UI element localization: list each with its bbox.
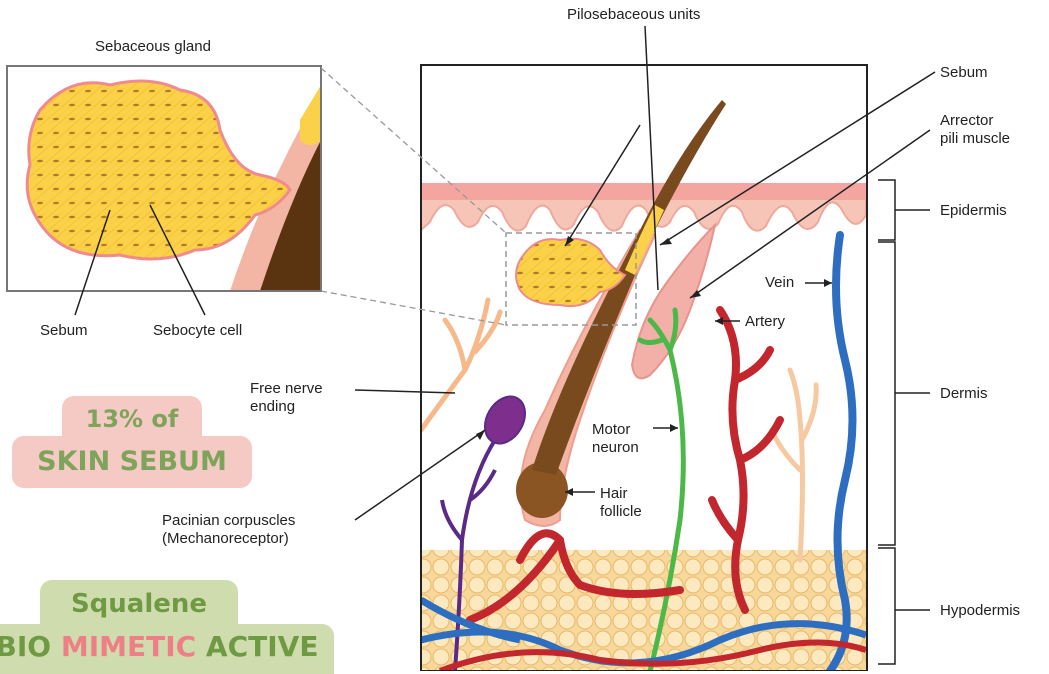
label-arrector-1: Arrector	[940, 112, 993, 129]
active-prefix: BIO	[0, 630, 51, 663]
label-hair-1: Hair	[600, 485, 628, 502]
label-hair-2: follicle	[600, 503, 642, 520]
label-pilosebaceous-units: Pilosebaceous units	[567, 6, 700, 23]
skin-cross-section	[421, 65, 867, 671]
label-pacinian-1: Pacinian corpuscles	[162, 512, 295, 529]
callout-line-1: 13% of	[12, 405, 252, 433]
label-motor-1: Motor	[592, 421, 630, 438]
label-dermis: Dermis	[940, 385, 988, 402]
label-pacinian-2: (Mechanoreceptor)	[162, 530, 289, 547]
label-motor-2: neuron	[592, 439, 639, 456]
squalene-callout: Squalene BIO MIMETIC ACTIVE	[0, 580, 334, 671]
squalene-title: Squalene	[40, 589, 238, 619]
biomimetic-active-text: BIO MIMETIC ACTIVE	[0, 630, 342, 663]
label-hypodermis: Hypodermis	[940, 602, 1020, 619]
label-free-nerve-1: Free nerve	[250, 380, 323, 397]
callout-line-2: SKIN SEBUM	[12, 446, 252, 477]
sebaceous-inset	[7, 66, 321, 291]
label-epidermis: Epidermis	[940, 202, 1007, 219]
label-vein: Vein	[765, 274, 794, 291]
label-sebum-left: Sebum	[40, 322, 88, 339]
label-sebaceous-gland: Sebaceous gland	[95, 38, 211, 55]
label-sebocyte-cell: Sebocyte cell	[153, 322, 242, 339]
sebum-percentage-callout: 13% of SKIN SEBUM	[12, 396, 252, 490]
label-sebum-right: Sebum	[940, 64, 988, 81]
label-artery: Artery	[745, 313, 785, 330]
label-arrector-2: pili muscle	[940, 130, 1010, 147]
label-free-nerve-2: ending	[250, 398, 295, 415]
active-highlight: MIMETIC	[61, 630, 196, 663]
active-suffix: ACTIVE	[206, 630, 319, 663]
epidermis-layer	[421, 183, 867, 199]
